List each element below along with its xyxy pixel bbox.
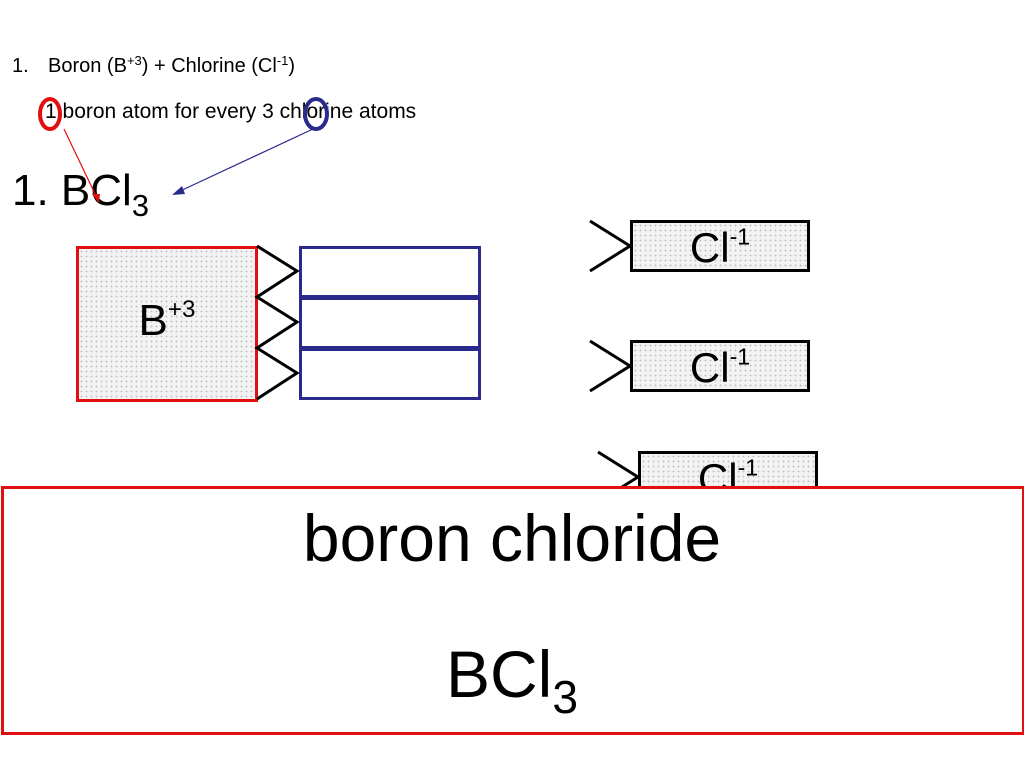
bond-slot xyxy=(299,348,481,400)
heading-number: 1. xyxy=(12,55,29,77)
chlorine-charge: -1 xyxy=(729,223,751,250)
chlorine-tile-label: Cl-1 xyxy=(630,224,810,272)
heading-middle: ) + Chlorine (Cl xyxy=(141,55,277,77)
formula-subscript: 3 xyxy=(131,187,149,223)
formula-prefix: 1. BCl xyxy=(12,166,132,215)
heading-boron-charge: +3 xyxy=(126,53,142,68)
compound-formula: BCl3 xyxy=(0,636,1024,720)
heading-boron-name: Boron (B xyxy=(48,55,127,77)
chlorine-tile xyxy=(630,220,810,272)
boron-tile-label: B+3 xyxy=(76,296,258,346)
boron-symbol: B xyxy=(138,296,168,345)
chlorine-tile-label: Cl-1 xyxy=(630,344,810,392)
chlorine-notch xyxy=(589,219,633,273)
chlorine-charge: -1 xyxy=(737,454,759,481)
heading-close: ) xyxy=(288,55,296,77)
ion-heading: 1. Boron (B+3) + Chlorine (Cl-1) xyxy=(12,53,296,78)
chlorine-charge: -1 xyxy=(729,343,751,370)
boron-arrow xyxy=(63,128,98,199)
boron-count-highlight-circle xyxy=(38,97,62,131)
chlorine-arrowhead xyxy=(172,186,185,195)
heading-chlorine-charge: -1 xyxy=(276,53,289,68)
bond-slot xyxy=(299,297,481,349)
bond-slot xyxy=(299,246,481,298)
compound-formula-subscript: 3 xyxy=(552,671,579,724)
chlorine-tile xyxy=(630,340,810,392)
chlorine-notch xyxy=(589,339,633,393)
formula-main: 1. BCl3 xyxy=(12,166,149,221)
result-box xyxy=(1,486,1024,735)
compound-formula-base: BCl xyxy=(445,637,553,711)
compound-name: boron chloride xyxy=(302,501,722,575)
chlorine-symbol: Cl xyxy=(689,344,730,391)
boron-bond-notches xyxy=(254,244,300,401)
boron-charge: +3 xyxy=(167,295,196,323)
boron-tile xyxy=(76,246,258,402)
chlorine-arrow xyxy=(177,128,314,193)
chlorine-symbol: Cl xyxy=(689,224,730,271)
boron-arrowhead xyxy=(92,194,100,203)
chlorine-count-highlight-circle xyxy=(303,97,329,131)
